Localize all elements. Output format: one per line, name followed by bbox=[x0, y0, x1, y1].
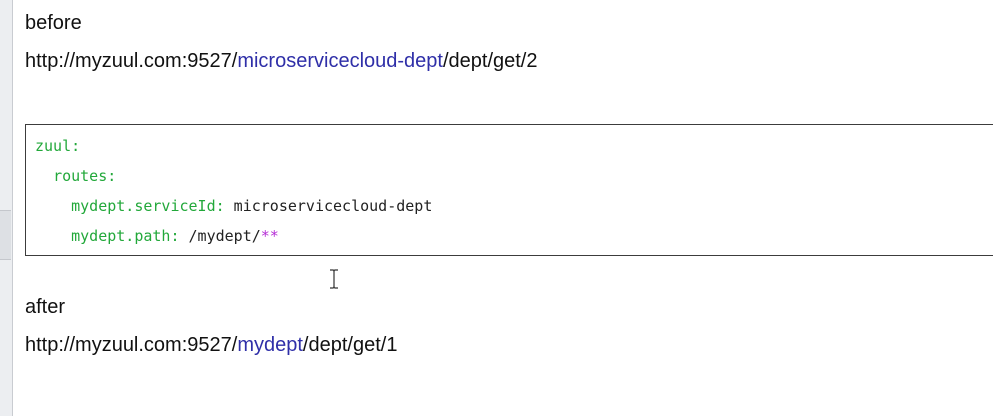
after-label: after bbox=[25, 296, 66, 318]
before-url-prefix: http://myzuul.com:9527/ bbox=[25, 50, 238, 72]
yaml-key-zuul: zuul: bbox=[35, 137, 81, 155]
before-url-suffix: /dept/get/2 bbox=[442, 50, 538, 72]
before-label: before bbox=[25, 12, 82, 34]
yaml-key-serviceid: mydept.serviceId: bbox=[71, 197, 225, 215]
yaml-code-block: zuul: routes: mydept.serviceId: microser… bbox=[25, 124, 993, 256]
after-url-prefix: http://myzuul.com:9527/ bbox=[25, 334, 238, 356]
before-url-service: microservicecloud-dept bbox=[237, 50, 443, 72]
indent bbox=[35, 167, 53, 185]
yaml-key-routes: routes: bbox=[53, 167, 117, 185]
code-line-serviceid: mydept.serviceId: microservicecloud-dept bbox=[35, 197, 432, 215]
code-line-routes: routes: bbox=[35, 167, 116, 185]
before-url: http://myzuul.com:9527/microservicecloud… bbox=[25, 50, 538, 73]
code-line-path: mydept.path: /mydept/** bbox=[35, 227, 279, 245]
text-cursor-icon bbox=[330, 269, 338, 289]
indent bbox=[35, 227, 71, 245]
yaml-wildcard: ** bbox=[260, 227, 279, 245]
after-url-suffix: /dept/get/1 bbox=[302, 334, 398, 356]
code-line-zuul: zuul: bbox=[35, 137, 80, 155]
yaml-value-serviceid: microservicecloud-dept bbox=[224, 197, 433, 215]
gutter-notch bbox=[0, 210, 11, 260]
left-gutter bbox=[0, 0, 13, 416]
yaml-key-path: mydept.path: bbox=[71, 227, 180, 245]
after-url-service: mydept bbox=[237, 334, 303, 356]
yaml-value-path: /mydept/ bbox=[179, 227, 261, 245]
after-url: http://myzuul.com:9527/mydept/dept/get/1 bbox=[25, 334, 397, 357]
indent bbox=[35, 197, 71, 215]
